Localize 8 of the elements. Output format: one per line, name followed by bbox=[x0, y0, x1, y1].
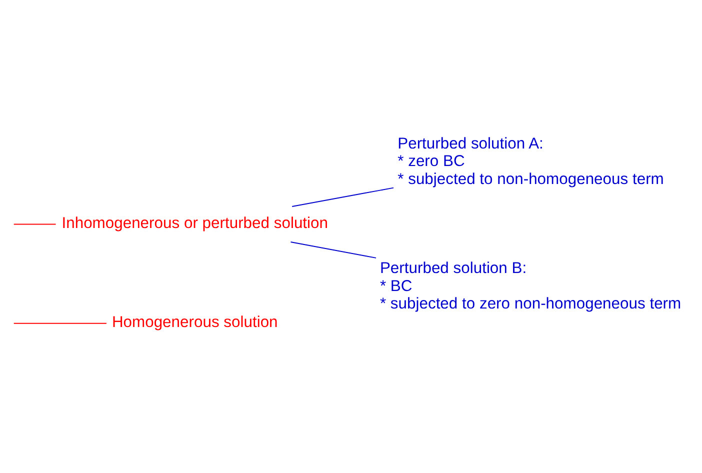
node-text: Perturbed solution A: * zero BC * subjected to non-homogeneous term bbox=[398, 135, 664, 188]
connector bbox=[292, 187, 394, 207]
node-text: Perturbed solution B: * BC * subjected to zero non-homogeneous term bbox=[380, 260, 682, 312]
connector bbox=[290, 241, 376, 258]
node-text: Inhomogenerous or perturbed solution bbox=[62, 214, 328, 232]
connector bbox=[13, 224, 56, 225]
connector bbox=[13, 322, 107, 324]
node-text: Homogenerous solution bbox=[112, 314, 278, 332]
